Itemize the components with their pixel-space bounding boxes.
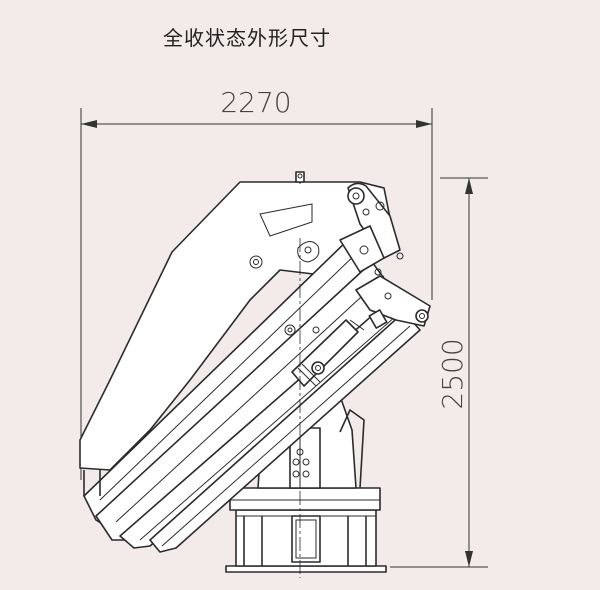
width-arrow-left <box>81 120 97 128</box>
width-arrow-right <box>416 120 432 128</box>
crane-base <box>225 487 387 573</box>
width-label: 2270 <box>220 86 291 119</box>
page-title: 全收状态外形尺寸 <box>163 26 331 50</box>
height-arrow-bottom <box>465 551 473 567</box>
height-label: 2500 <box>436 338 469 409</box>
height-dimension: 2500 <box>390 177 488 568</box>
jib-mechanism <box>339 182 431 329</box>
height-arrow-top <box>465 178 473 194</box>
width-dimension: 2270 <box>80 86 433 480</box>
